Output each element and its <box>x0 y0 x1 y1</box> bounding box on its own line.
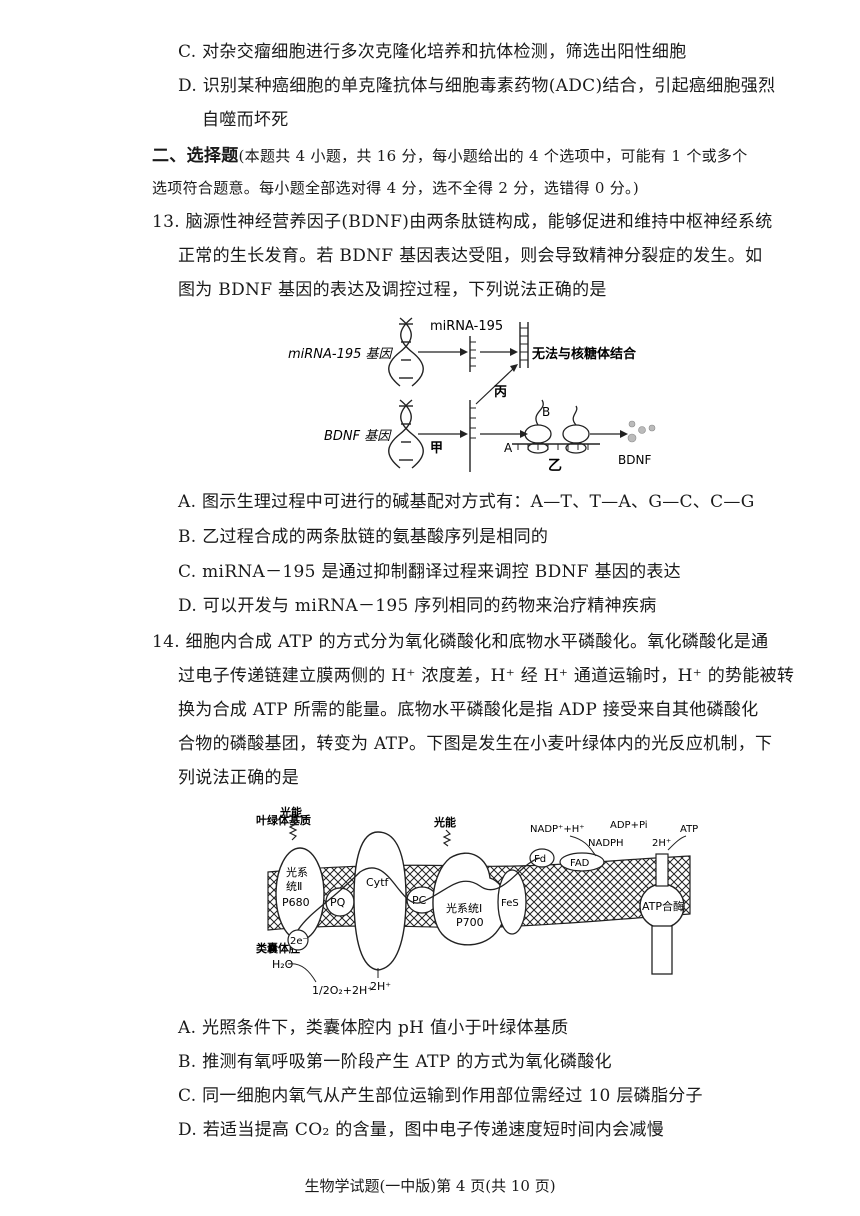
mirna-gene-helix <box>388 317 424 387</box>
bdnf-gene-helix <box>388 399 424 469</box>
mirna-label: miRNA-195 <box>430 319 503 334</box>
q13-stem-line1: 13. 脑源性神经营养因子(BDNF)由两条肽链构成，能够促进和维持中枢神经系统 <box>152 212 773 232</box>
cytf-label: Cytf <box>366 876 390 889</box>
pairing-ticks <box>520 327 528 361</box>
p680-label: P680 <box>282 896 310 909</box>
atp-arrow <box>667 835 687 851</box>
electron-circle <box>287 929 309 951</box>
q14-stem-line1: 14. 细胞内合成 ATP 的方式分为氧化磷酸化和底物水平磷酸化。氧化磷酸化是通 <box>152 632 769 652</box>
atp-synthase-channel <box>655 853 669 887</box>
atp-synthase-label: ATP合酶 <box>642 899 684 913</box>
bdnf-protein-label: BDNF <box>618 453 651 467</box>
electron-transport-path <box>297 857 541 931</box>
water-arrow <box>287 963 317 983</box>
cytochrome-f <box>353 831 407 971</box>
label-a: A <box>504 441 513 455</box>
bdnf-protein-icon <box>627 420 656 443</box>
two-electrons-label: 2e⁻ <box>290 936 308 947</box>
mrna-ticks-2 <box>470 407 476 439</box>
ps1-label: 光系统Ⅰ <box>446 901 482 915</box>
atp-label: ATP <box>680 824 698 835</box>
two-h-label-top: 2H⁺ <box>652 838 671 849</box>
q14-stem-line5: 列说法正确的是 <box>178 768 300 788</box>
arrowhead <box>460 348 468 356</box>
section2-heading: 二、选择题(本题共 4 小题，共 16 分，每小题给出的 4 个选项中，可能有 … <box>152 144 748 168</box>
no-ribosome-binding-label: 无法与核糖体结合 <box>531 346 637 362</box>
q13-option-c: C. miRNA－195 是通过抑制翻译过程来调控 BDNF 基因的表达 <box>178 562 681 582</box>
page-footer: 生物学试题(一中版)第 4 页(共 10 页) <box>304 1177 556 1195</box>
mirna-ticks-1 <box>470 341 476 367</box>
q14-option-d: D. 若适当提高 CO₂ 的含量，图中电子传递速度短时间内会减慢 <box>178 1120 664 1140</box>
bing-label: 丙 <box>494 385 507 400</box>
fad-label: FAD <box>570 858 590 869</box>
q12-option-d-line1: D. 识别某种癌细胞的单克隆抗体与细胞毒素药物(ADC)结合，引起癌细胞强烈 <box>178 76 776 96</box>
q14-option-b: B. 推测有氧呼吸第一阶段产生 ATP 的方式为氧化磷酸化 <box>178 1052 612 1072</box>
nadp-label: NADP⁺+H⁺ <box>530 824 585 835</box>
q13-option-b: B. 乙过程合成的两条肽链的氨基酸序列是相同的 <box>178 527 549 547</box>
ps2-label-b: 统Ⅱ <box>286 880 302 893</box>
light-wave-2 <box>442 829 452 847</box>
stroma-text: 叶绿体基质 <box>256 813 311 827</box>
q13-gene-expression-figure: miRNA-195 基因 miRNA-195 无法与核糖体结合 丙 BDNF 基… <box>288 317 656 474</box>
q12-option-d-line2: 自噬而坏死 <box>202 110 289 130</box>
q13-option-d: D. 可以开发与 miRNA－195 序列相同的药物来治疗精神疾病 <box>178 596 657 616</box>
q14-stem-line4: 合物的磷酸基团，转变为 ATP。下图是发生在小麦叶绿体内的光反应机制，下 <box>178 734 773 754</box>
ferredoxin <box>529 848 555 868</box>
jia-label: 甲 <box>430 441 443 456</box>
arrow-bing <box>475 367 515 405</box>
p700-label: P700 <box>456 916 484 929</box>
fd-label: Fd <box>534 854 546 865</box>
photosystem-1 <box>432 852 508 946</box>
section2-desc-2: 选项符合题意。每小题全部选对得 4 分，选不全得 2 分，选错得 0 分。) <box>152 179 639 197</box>
two-h-lumen-label: 2H⁺ <box>370 980 391 993</box>
nadp-arrow <box>569 835 597 857</box>
water-label: H₂O <box>272 958 294 971</box>
yi-label: 乙 <box>548 458 562 474</box>
ribosome-1 <box>524 399 552 454</box>
q13-stem-line2: 正常的生长发育。若 BDNF 基因表达受阻，则会导致精神分裂症的发生。如 <box>178 246 763 266</box>
q14-light-reaction-figure: 叶绿体基质 类囊体腔 光能 光系 统Ⅱ P680 2e⁻ PQ Cytf PC … <box>256 805 698 997</box>
q14-stem-line2: 过电子传递链建立膜两侧的 H⁺ 浓度差，H⁺ 经 H⁺ 通道运输时，H⁺ 的势能… <box>178 666 795 686</box>
stroma-label: 叶绿体基质 <box>256 813 311 827</box>
oxygen-label: 1/2O₂+2H⁺ <box>312 984 373 997</box>
q14-option-a: A. 光照条件下，类囊体腔内 pH 值小于叶绿体基质 <box>178 1018 569 1038</box>
fad-enzyme <box>559 852 605 872</box>
light-wave-1 <box>288 819 298 841</box>
arrowhead <box>460 430 468 438</box>
bdnf-gene-label: BDNF 基因 <box>324 429 392 444</box>
q13-stem-line3: 图为 BDNF 基因的表达及调控过程，下列说法正确的是 <box>178 280 607 300</box>
ps2-label-a: 光系 <box>286 865 308 879</box>
q14-stem-line3: 换为合成 ATP 所需的能量。底物水平磷酸化是指 ADP 接受来自其他磷酸化 <box>178 700 759 720</box>
section2-title: 二、选择题 <box>152 146 239 166</box>
section2-desc-1: (本题共 4 小题，共 16 分，每小题给出的 4 个选项中，可能有 1 个或多… <box>238 147 748 165</box>
label-b: B <box>542 405 550 419</box>
ribosome-2 <box>562 405 590 454</box>
q13-option-a: A. 图示生理过程中可进行的碱基配对方式有：A—T、T—A、G—C、C—G <box>178 492 755 512</box>
arrowhead <box>620 430 628 438</box>
adp-pi-label: ADP+Pi <box>610 820 648 831</box>
arrowhead <box>510 364 518 372</box>
fes-label: FeS <box>501 898 519 909</box>
arrowhead <box>510 348 518 356</box>
light-energy-label-1: 光能 <box>279 805 302 819</box>
atp-synthase-stalk <box>651 925 673 975</box>
q14-option-c: C. 同一细胞内氧气从产生部位运输到作用部位需经过 10 层磷脂分子 <box>178 1086 703 1106</box>
pc-label: PC <box>412 894 427 907</box>
arrowhead <box>520 430 528 438</box>
light-energy-label-2: 光能 <box>433 815 456 829</box>
mirna-gene-label: miRNA-195 基因 <box>288 347 394 362</box>
q12-option-c: C. 对杂交瘤细胞进行多次克隆化培养和抗体检测，筛选出阳性细胞 <box>178 42 687 62</box>
iron-sulfur-protein <box>497 869 527 935</box>
pq-label: PQ <box>330 896 346 909</box>
nadph-label: NADPH <box>588 838 624 849</box>
